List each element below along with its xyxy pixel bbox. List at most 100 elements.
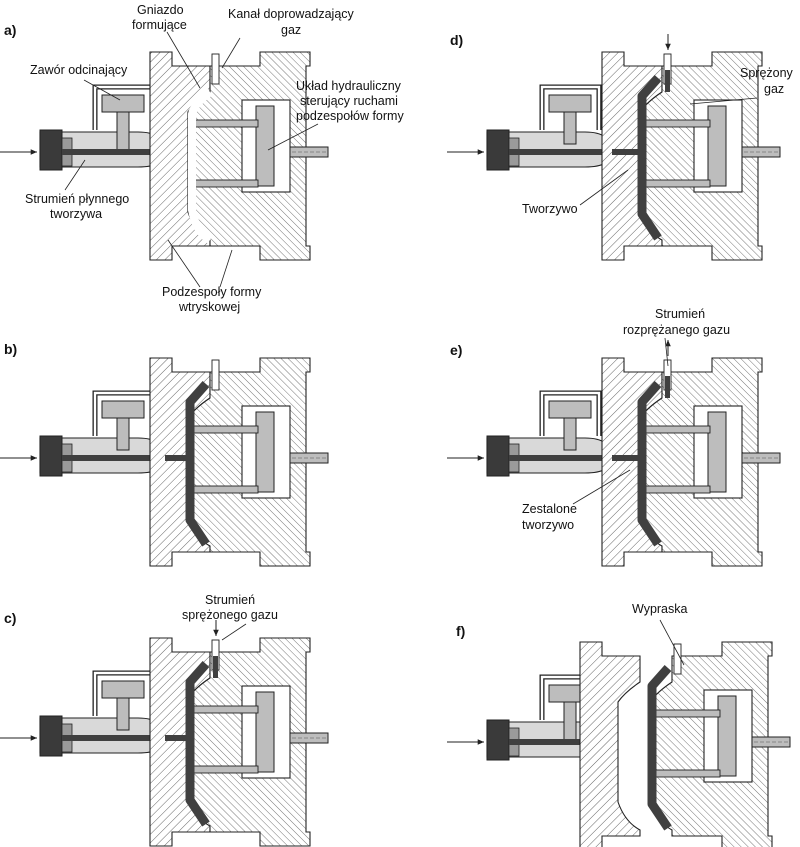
label-melt-stream-line1: Strumień płynnego bbox=[25, 192, 129, 206]
panel-e bbox=[447, 340, 781, 567]
hydraulic-shaft bbox=[741, 146, 781, 158]
gas-inlet-plug bbox=[213, 656, 218, 678]
ejector-rod-upper bbox=[187, 705, 259, 714]
valve-housing-inner bbox=[540, 85, 601, 130]
panel-f bbox=[447, 641, 791, 847]
panel-letter-e: e) bbox=[450, 342, 462, 358]
ejector-rod-lower bbox=[639, 179, 711, 188]
valve-stem bbox=[563, 701, 577, 741]
ejector-rod-lower bbox=[187, 765, 259, 774]
gas-inlet-plug bbox=[665, 70, 670, 92]
hydraulic-piston bbox=[255, 691, 275, 773]
leader-mold-parts-right bbox=[219, 249, 233, 288]
label-compressed-gas-stream-line2: sprężonego gazu bbox=[182, 608, 278, 622]
hydraulic-piston bbox=[255, 105, 275, 187]
plastic-part bbox=[647, 665, 672, 831]
melt-channel bbox=[509, 455, 617, 461]
hydraulic-piston bbox=[707, 105, 727, 187]
label-gas-channel-line2: gaz bbox=[281, 23, 301, 37]
mold-cavity bbox=[188, 88, 213, 244]
melt-channel bbox=[509, 149, 617, 155]
nozzle-head bbox=[486, 719, 510, 761]
nozzle-head bbox=[39, 129, 63, 171]
gas-channel bbox=[211, 359, 220, 391]
label-hydraulic-line2: sterujący ruchami bbox=[300, 94, 398, 108]
hydraulic-shaft bbox=[289, 452, 329, 464]
panel-letter-f: f) bbox=[456, 623, 465, 639]
label-solidified-line1: Zestalone bbox=[522, 502, 577, 516]
label-mold-parts-line2: wtryskowej bbox=[178, 300, 240, 314]
hydraulic-shaft bbox=[751, 736, 791, 748]
panel-letter-d: d) bbox=[450, 32, 463, 48]
valve-stem bbox=[116, 697, 130, 731]
label-cavity-line2: formujące bbox=[132, 18, 187, 32]
leader-hydraulic bbox=[267, 123, 319, 151]
valve-piston-head bbox=[101, 400, 145, 419]
nozzle-head bbox=[486, 129, 510, 171]
label-solidified-line2: tworzywo bbox=[522, 518, 574, 532]
leader-plastic bbox=[579, 169, 629, 206]
ejector-rod-upper bbox=[649, 709, 721, 718]
panel-b bbox=[0, 357, 329, 567]
label-compressed-gas-line1: Sprężony bbox=[740, 66, 794, 80]
leader-gas-channel bbox=[221, 37, 241, 69]
hydraulic-piston bbox=[255, 411, 275, 493]
valve-housing-inner bbox=[540, 391, 601, 436]
leader-molding bbox=[659, 619, 685, 666]
gas-channel bbox=[211, 53, 220, 85]
valve-stem bbox=[563, 111, 577, 145]
panel-c bbox=[0, 620, 329, 847]
leader-cavity bbox=[166, 31, 201, 89]
valve-stem bbox=[116, 111, 130, 151]
valve-piston-head bbox=[548, 400, 592, 419]
ejector-rod-lower bbox=[649, 769, 721, 778]
hydraulic-piston bbox=[717, 695, 737, 777]
hydraulic-shaft bbox=[741, 452, 781, 464]
ejector-rod-upper bbox=[639, 425, 711, 434]
label-mold-parts-line1: Podzespoły formy bbox=[162, 285, 262, 299]
mold-fixed-half bbox=[579, 641, 641, 847]
panel-letter-b: b) bbox=[4, 341, 17, 357]
panel-d bbox=[447, 34, 781, 261]
label-melt-stream-line2: tworzywa bbox=[50, 207, 102, 221]
valve-stem bbox=[116, 417, 130, 451]
leader-mold-parts-left bbox=[167, 239, 201, 288]
hydraulic-shaft bbox=[289, 732, 329, 744]
valve-piston-head bbox=[101, 94, 145, 113]
nozzle-head bbox=[39, 435, 63, 477]
label-expanded-gas-stream-line2: rozprężanego gazu bbox=[623, 323, 730, 337]
leader-solidified bbox=[572, 469, 631, 505]
label-shutoff-valve: Zawór odcinający bbox=[30, 63, 128, 77]
leader-melt-stream bbox=[64, 159, 86, 191]
label-molding: Wypraska bbox=[632, 602, 688, 616]
label-hydraulic-line3: podzespołów formy bbox=[296, 109, 404, 123]
sprue-melt bbox=[612, 149, 642, 155]
ejector-rod-lower bbox=[639, 485, 711, 494]
melt-channel bbox=[509, 739, 612, 745]
panel-a-labels: Gniazdo formujące Kanał doprowadzający g… bbox=[25, 3, 404, 314]
leader-compressed-gas bbox=[689, 97, 758, 105]
leader-compressed-gas-stream bbox=[221, 623, 247, 641]
nozzle-head bbox=[486, 435, 510, 477]
label-compressed-gas-line2: gaz bbox=[764, 82, 784, 96]
panels bbox=[0, 31, 791, 847]
sprue-melt bbox=[612, 455, 642, 461]
panel-a bbox=[0, 51, 329, 261]
valve-piston-head bbox=[548, 94, 592, 113]
ejector-rod-lower bbox=[187, 485, 259, 494]
hydraulic-shaft bbox=[289, 146, 329, 158]
panel-letter-c: c) bbox=[4, 610, 16, 626]
label-gas-channel-line1: Kanał doprowadzający bbox=[228, 7, 355, 21]
melt-channel bbox=[62, 455, 170, 461]
nozzle-head bbox=[39, 715, 63, 757]
melt-channel bbox=[62, 735, 170, 741]
label-expanded-gas-stream-line1: Strumień bbox=[655, 307, 705, 321]
panel-letter-a: a) bbox=[4, 22, 16, 38]
ejector-rod-upper bbox=[187, 425, 259, 434]
valve-stem bbox=[563, 417, 577, 451]
ejector-rod-upper bbox=[639, 119, 711, 128]
label-plastic: Tworzywo bbox=[522, 202, 578, 216]
label-cavity-line1: Gniazdo bbox=[137, 3, 184, 17]
label-hydraulic-line1: Układ hydrauliczny bbox=[296, 79, 402, 93]
